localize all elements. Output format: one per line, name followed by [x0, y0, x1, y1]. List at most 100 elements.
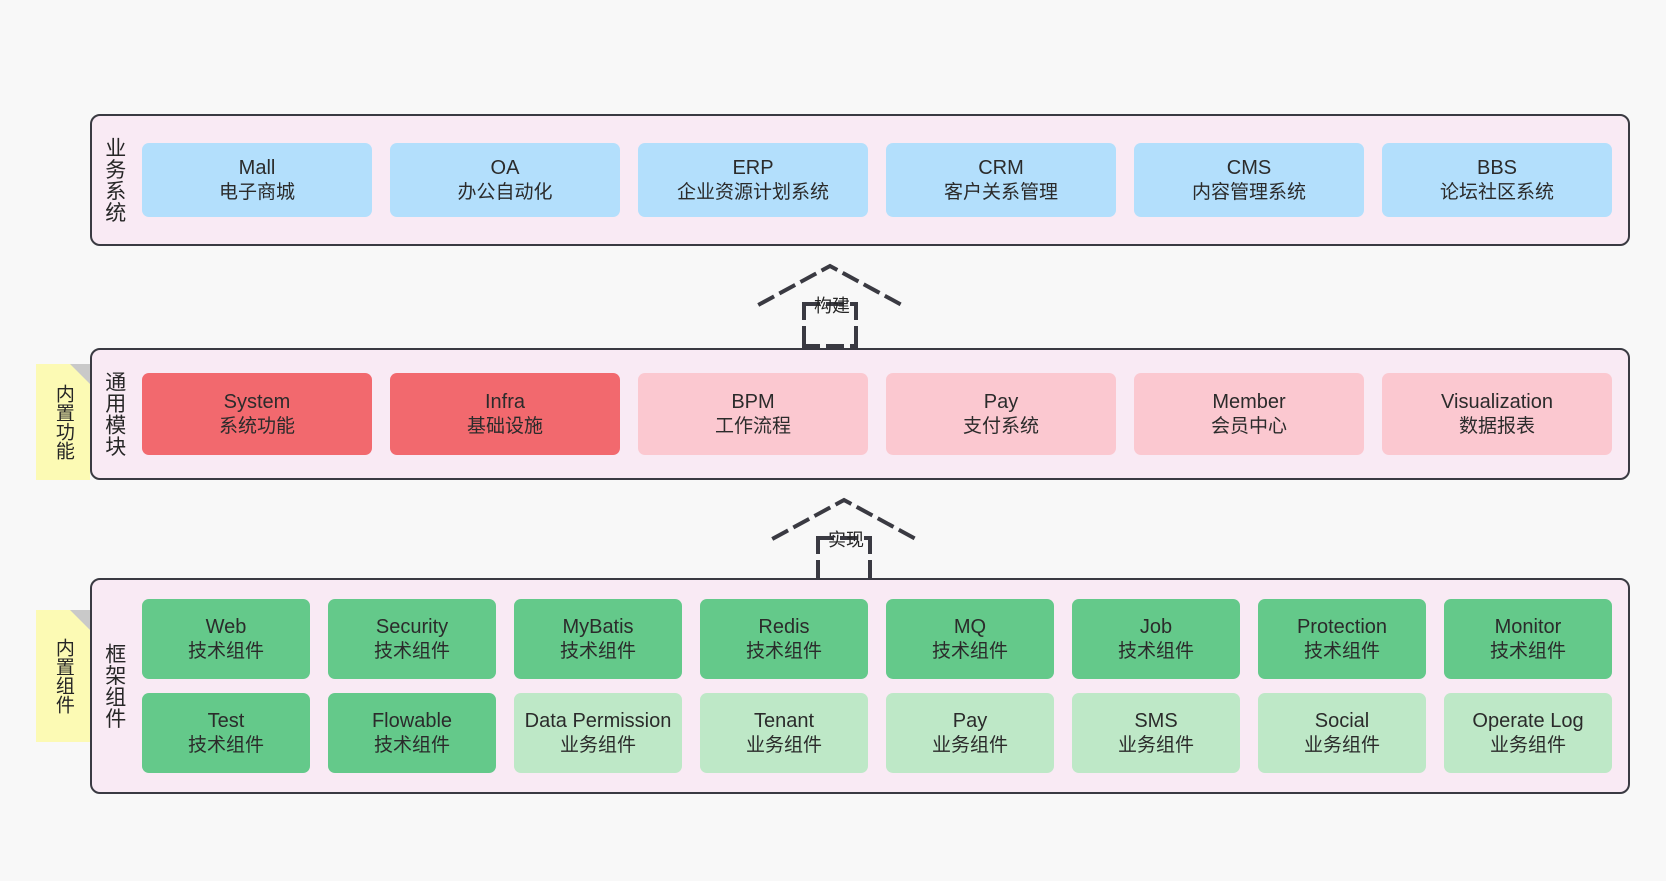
card-subtitle: 技术组件 — [745, 640, 822, 662]
card-subtitle: 业务组件 — [1303, 734, 1380, 756]
card-subtitle: 系统功能 — [218, 415, 295, 437]
card-subtitle: 技术组件 — [373, 640, 450, 662]
card-title: Social — [1314, 709, 1370, 732]
card-title: Tenant — [753, 709, 815, 732]
card-title: Pay — [952, 709, 988, 732]
card-title: SMS — [1134, 709, 1178, 732]
card-subtitle: 企业资源计划系统 — [676, 181, 829, 203]
card-mybatis[interactable]: MyBatis 技术组件 — [514, 599, 682, 679]
card-subtitle: 论坛社区系统 — [1439, 181, 1554, 203]
relation-implement: 实现 — [766, 492, 926, 582]
card-title: OA — [490, 156, 520, 179]
card-subtitle: 内容管理系统 — [1191, 181, 1306, 203]
card-visualization[interactable]: Visualization 数据报表 — [1382, 373, 1612, 455]
layer-framework-component[interactable]: 框架组件 Web 技术组件 Security 技术组件 MyBatis 技术组件… — [90, 578, 1630, 794]
card-mq[interactable]: MQ 技术组件 — [886, 599, 1054, 679]
layer-business-system[interactable]: 业务系统 Mall 电子商城 OA 办公自动化 ERP 企业资源计划系统 CRM… — [90, 114, 1630, 246]
card-subtitle: 基础设施 — [466, 415, 543, 437]
card-subtitle: 技术组件 — [1303, 640, 1380, 662]
relation-build: 构建 — [752, 258, 912, 348]
card-member[interactable]: Member 会员中心 — [1134, 373, 1364, 455]
card-title: Mall — [238, 156, 276, 179]
card-title: MyBatis — [562, 615, 634, 638]
card-flowable[interactable]: Flowable 技术组件 — [328, 693, 496, 773]
card-subtitle: 技术组件 — [1489, 640, 1566, 662]
card-title: Job — [1139, 615, 1173, 638]
card-subtitle: 数据报表 — [1458, 415, 1535, 437]
card-bpm[interactable]: BPM 工作流程 — [638, 373, 868, 455]
card-title: Operate Log — [1472, 709, 1584, 732]
card-subtitle: 技术组件 — [1117, 640, 1194, 662]
note-builtin-function[interactable]: 内置功能 — [36, 364, 90, 480]
card-subtitle: 客户关系管理 — [943, 181, 1058, 203]
layer-common-module[interactable]: 通用模块 System 系统功能 Infra 基础设施 BPM 工作流程 Pay… — [90, 348, 1630, 480]
note-text: 内置功能 — [52, 384, 74, 460]
card-row: Mall 电子商城 OA 办公自动化 ERP 企业资源计划系统 CRM 客户关系… — [142, 143, 1612, 217]
card-subtitle: 办公自动化 — [457, 181, 553, 203]
card-subtitle: 技术组件 — [187, 734, 264, 756]
card-erp[interactable]: ERP 企业资源计划系统 — [638, 143, 868, 217]
card-subtitle: 技术组件 — [931, 640, 1008, 662]
card-title: CMS — [1226, 156, 1272, 179]
layer-title-common-module: 通用模块 — [102, 371, 126, 457]
card-sms[interactable]: SMS 业务组件 — [1072, 693, 1240, 773]
layer-body-framework-component: Web 技术组件 Security 技术组件 MyBatis 技术组件 Redi… — [136, 580, 1628, 792]
relation-label-build: 构建 — [814, 296, 850, 316]
card-security[interactable]: Security 技术组件 — [328, 599, 496, 679]
card-subtitle: 业务组件 — [745, 734, 822, 756]
card-data-permission[interactable]: Data Permission 业务组件 — [514, 693, 682, 773]
card-title: ERP — [732, 156, 774, 179]
card-crm[interactable]: CRM 客户关系管理 — [886, 143, 1116, 217]
card-title: System — [223, 390, 291, 413]
card-title: Member — [1212, 390, 1286, 413]
card-title: BPM — [731, 390, 775, 413]
card-social[interactable]: Social 业务组件 — [1258, 693, 1426, 773]
card-row: Test 技术组件 Flowable 技术组件 Data Permission … — [142, 693, 1612, 773]
card-title: Test — [207, 709, 245, 732]
card-job[interactable]: Job 技术组件 — [1072, 599, 1240, 679]
card-pay-component[interactable]: Pay 业务组件 — [886, 693, 1054, 773]
card-subtitle: 业务组件 — [1489, 734, 1566, 756]
card-bbs[interactable]: BBS 论坛社区系统 — [1382, 143, 1612, 217]
relation-label-implement: 实现 — [828, 530, 864, 550]
card-subtitle: 电子商城 — [218, 181, 295, 203]
note-text: 内置组件 — [52, 638, 74, 714]
layer-body-business-system: Mall 电子商城 OA 办公自动化 ERP 企业资源计划系统 CRM 客户关系… — [136, 116, 1628, 244]
card-row: System 系统功能 Infra 基础设施 BPM 工作流程 Pay 支付系统… — [142, 373, 1612, 455]
card-subtitle: 技术组件 — [373, 734, 450, 756]
generalization-arrow-icon — [757, 263, 903, 348]
card-title: Security — [375, 615, 449, 638]
card-system[interactable]: System 系统功能 — [142, 373, 372, 455]
layer-title-framework-component: 框架组件 — [102, 643, 126, 729]
card-title: Infra — [484, 390, 526, 413]
card-subtitle: 业务组件 — [559, 734, 636, 756]
card-subtitle: 业务组件 — [1117, 734, 1194, 756]
card-redis[interactable]: Redis 技术组件 — [700, 599, 868, 679]
card-title: BBS — [1476, 156, 1518, 179]
card-title: Redis — [758, 615, 810, 638]
card-oa[interactable]: OA 办公自动化 — [390, 143, 620, 217]
card-test[interactable]: Test 技术组件 — [142, 693, 310, 773]
card-cms[interactable]: CMS 内容管理系统 — [1134, 143, 1364, 217]
card-title: Web — [205, 615, 247, 638]
card-subtitle: 业务组件 — [931, 734, 1008, 756]
card-protection[interactable]: Protection 技术组件 — [1258, 599, 1426, 679]
card-infra[interactable]: Infra 基础设施 — [390, 373, 620, 455]
card-operate-log[interactable]: Operate Log 业务组件 — [1444, 693, 1612, 773]
card-title: Protection — [1296, 615, 1388, 638]
card-mall[interactable]: Mall 电子商城 — [142, 143, 372, 217]
card-web[interactable]: Web 技术组件 — [142, 599, 310, 679]
card-title: Pay — [983, 390, 1019, 413]
card-title: Flowable — [371, 709, 453, 732]
card-subtitle: 支付系统 — [962, 415, 1039, 437]
card-title: Visualization — [1441, 390, 1553, 413]
layer-title-business-system: 业务系统 — [102, 137, 126, 223]
generalization-arrow-icon — [771, 497, 917, 582]
card-title: Monitor — [1494, 615, 1562, 638]
card-monitor[interactable]: Monitor 技术组件 — [1444, 599, 1612, 679]
note-builtin-component[interactable]: 内置组件 — [36, 610, 90, 742]
card-pay-module[interactable]: Pay 支付系统 — [886, 373, 1116, 455]
card-tenant[interactable]: Tenant 业务组件 — [700, 693, 868, 773]
layer-body-common-module: System 系统功能 Infra 基础设施 BPM 工作流程 Pay 支付系统… — [136, 350, 1628, 478]
